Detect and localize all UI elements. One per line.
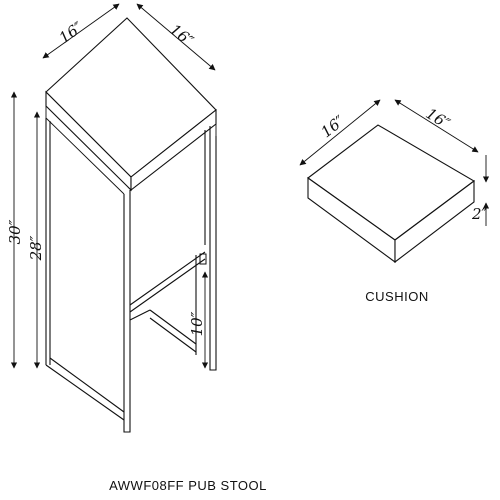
stool-top-width-dimension-line [42, 3, 120, 59]
stool-footrest-height-label: 10″ [188, 311, 206, 336]
stool-top-width-label: 16″ [56, 18, 87, 47]
stool-side-bottom [45, 357, 125, 421]
cushion-depth-label: 16″ [423, 104, 454, 133]
cushion-width-label: 16″ [318, 112, 349, 142]
stool-footrest-bracket [199, 253, 207, 265]
cushion-depth-dimension-line [394, 99, 479, 153]
stool-footrest-bar-lower [149, 309, 197, 353]
cushion-width-dimension-line [299, 99, 381, 166]
stool-total-height-label: 30″ [6, 219, 24, 244]
stool-leg-front-left [45, 118, 51, 365]
product-caption: AWWF08FF PUB STOOL [109, 478, 267, 493]
stool-top-depth-dimension-line [136, 3, 216, 71]
cushion-top [307, 124, 475, 241]
stool-footrest-bar-upper [129, 251, 206, 313]
stool-drawing [45, 17, 217, 433]
stool-top-depth-label: 16″ [166, 20, 197, 50]
stool-leg-front-center [123, 190, 131, 433]
cushion-side-right [394, 179, 475, 264]
cushion-title: CUSHION [365, 289, 428, 304]
stool-leg-right [204, 126, 217, 371]
stool-footrest-bar-base [129, 309, 151, 321]
cushion-thickness-label: 2″ [471, 205, 488, 223]
stool-seat-height-label: 28″ [27, 235, 45, 261]
cushion-drawing [307, 124, 475, 264]
